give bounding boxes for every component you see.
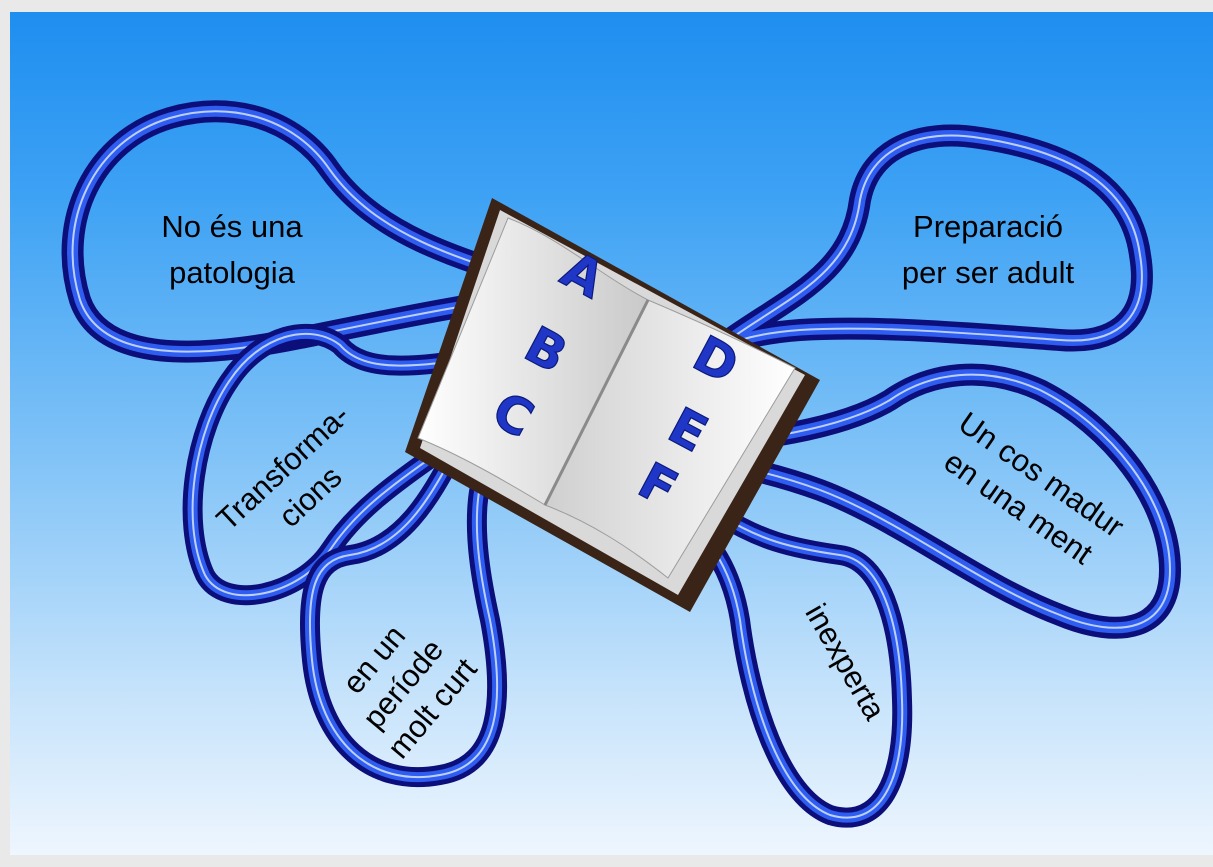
book-spine <box>543 299 650 506</box>
bubble-mid-right <box>649 363 1181 639</box>
label-mid-left: Transforma- cions <box>210 397 356 537</box>
label-bottom-right: inexperta <box>798 598 892 727</box>
bubble-bottom-left <box>299 409 520 788</box>
bubble-top-right <box>704 124 1153 361</box>
book-right-page <box>544 299 796 579</box>
label-top-right-line-2: per ser adult <box>902 255 1075 290</box>
label-top-left-line-2: patologia <box>169 255 296 290</box>
label-top-right-line-1: Preparació <box>913 209 1063 244</box>
label-top-left: No és una patologia <box>161 209 303 290</box>
label-top-left-line-1: No és una <box>161 209 303 244</box>
bubble-bottom-right <box>640 488 913 828</box>
label-bottom-right-line-1: inexperta <box>798 598 892 727</box>
open-book-icon <box>405 198 820 612</box>
bubble-top-left <box>61 100 579 363</box>
label-top-right: Preparació per ser adult <box>902 209 1075 290</box>
